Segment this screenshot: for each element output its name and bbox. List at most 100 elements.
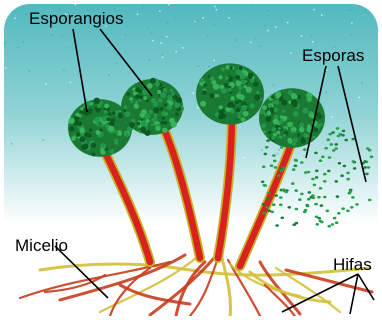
spore-icon	[262, 166, 266, 169]
spore-icon	[311, 178, 315, 181]
sky-speckle	[70, 82, 72, 84]
sporangium-grain	[235, 101, 239, 105]
sporangium-grain	[271, 111, 274, 114]
sporangium-grain	[124, 132, 129, 137]
sky-speckle	[143, 5, 145, 7]
spore-icon	[263, 131, 267, 134]
sporangium-grain	[151, 123, 154, 126]
spore-icon	[324, 147, 328, 150]
sporangium-grain	[238, 71, 243, 76]
sporangium-grain	[210, 76, 215, 81]
sporangium-grain	[160, 92, 166, 98]
sky-speckle	[267, 15, 269, 17]
spore-icon	[344, 139, 348, 142]
spore-icon	[343, 165, 347, 168]
spore-icon	[298, 198, 302, 201]
sky-speckle	[352, 0, 354, 2]
sporangium-grain	[236, 81, 242, 87]
sporangium-grain	[241, 117, 246, 122]
sporangium-grain	[169, 97, 172, 100]
sky-speckle	[162, 57, 164, 59]
sporangium-grain	[282, 116, 287, 121]
sporangium-grain	[135, 94, 140, 99]
spore-icon	[323, 173, 327, 176]
sky-speckle	[11, 143, 13, 145]
sky-speckle	[75, 1, 77, 3]
sporangium-grain	[287, 122, 293, 128]
spore-icon	[262, 203, 266, 206]
sky-speckle	[193, 92, 195, 94]
sporangium-grain	[104, 110, 108, 114]
spore-icon	[294, 165, 298, 168]
sporangium-grain	[230, 109, 234, 113]
sky-speckle	[0, 21, 2, 23]
sporangium-grain	[226, 65, 230, 69]
sporangium-grain	[135, 87, 140, 92]
spore-icon	[262, 212, 266, 215]
sky-speckle	[152, 40, 154, 42]
sporangium-grain	[221, 88, 227, 94]
sky-speckle	[321, 15, 323, 17]
label-hyphae: Hifas	[333, 255, 372, 274]
sporangium-grain	[236, 93, 241, 98]
spore-icon	[314, 152, 318, 155]
sporangium-grain	[301, 137, 304, 140]
spore-icon	[349, 190, 353, 193]
spore-icon	[307, 198, 311, 201]
spore-icon	[365, 173, 369, 176]
spore-icon	[267, 192, 271, 195]
spore-icon	[335, 143, 339, 146]
spore-icon	[321, 156, 325, 159]
sky-speckle	[197, 20, 199, 22]
sporangium-grain	[276, 130, 280, 134]
spore-icon	[327, 170, 331, 173]
sporangium-grain	[155, 82, 160, 87]
sky-speckle	[194, 21, 196, 23]
spore-icon	[288, 206, 292, 209]
spore-icon	[326, 210, 330, 213]
spore-icon	[274, 166, 278, 169]
spore-icon	[315, 216, 319, 219]
sky-speckle	[267, 30, 269, 32]
sporangium-grain	[225, 76, 229, 80]
spore-icon	[346, 210, 350, 213]
sporangium-grain	[294, 95, 298, 99]
sporangium-grain	[163, 88, 168, 93]
sporangium-grain	[221, 67, 225, 71]
sporangium-grain	[118, 131, 123, 136]
sporangium-grain	[287, 138, 292, 143]
spore-icon	[305, 138, 309, 141]
sky-speckle	[4, 42, 6, 44]
sky-speckle	[361, 82, 363, 84]
spore-icon	[304, 171, 308, 174]
spore-icon	[300, 161, 304, 164]
sky-speckle	[255, 38, 257, 40]
sky-speckle	[313, 9, 315, 11]
spore-icon	[370, 155, 374, 158]
sky-speckle	[175, 17, 177, 19]
sky-speckle	[5, 68, 7, 70]
sporangium-grain	[232, 104, 235, 107]
spore-icon	[264, 153, 268, 156]
spore-icon	[281, 217, 285, 220]
sky-speckle	[160, 42, 162, 44]
sky-speckle	[358, 97, 360, 99]
sky-speckle	[25, 14, 27, 16]
spore-icon	[316, 223, 320, 226]
sky-speckle	[214, 60, 216, 62]
sporangium-grain	[167, 100, 170, 103]
sporangium-grain	[271, 136, 276, 141]
sporangium-grain	[104, 104, 109, 109]
sporangium-grain	[307, 124, 311, 128]
sky-speckle	[312, 41, 314, 43]
sky-speckle	[69, 47, 71, 49]
spore-icon	[342, 130, 346, 133]
sporangium-grain	[293, 138, 298, 143]
spore-icon	[333, 217, 337, 220]
spore-icon	[292, 143, 296, 146]
sporangium-grain	[77, 121, 82, 126]
spore-icon	[264, 184, 268, 187]
sky-speckle	[287, 22, 289, 24]
sky-speckle	[237, 11, 239, 13]
